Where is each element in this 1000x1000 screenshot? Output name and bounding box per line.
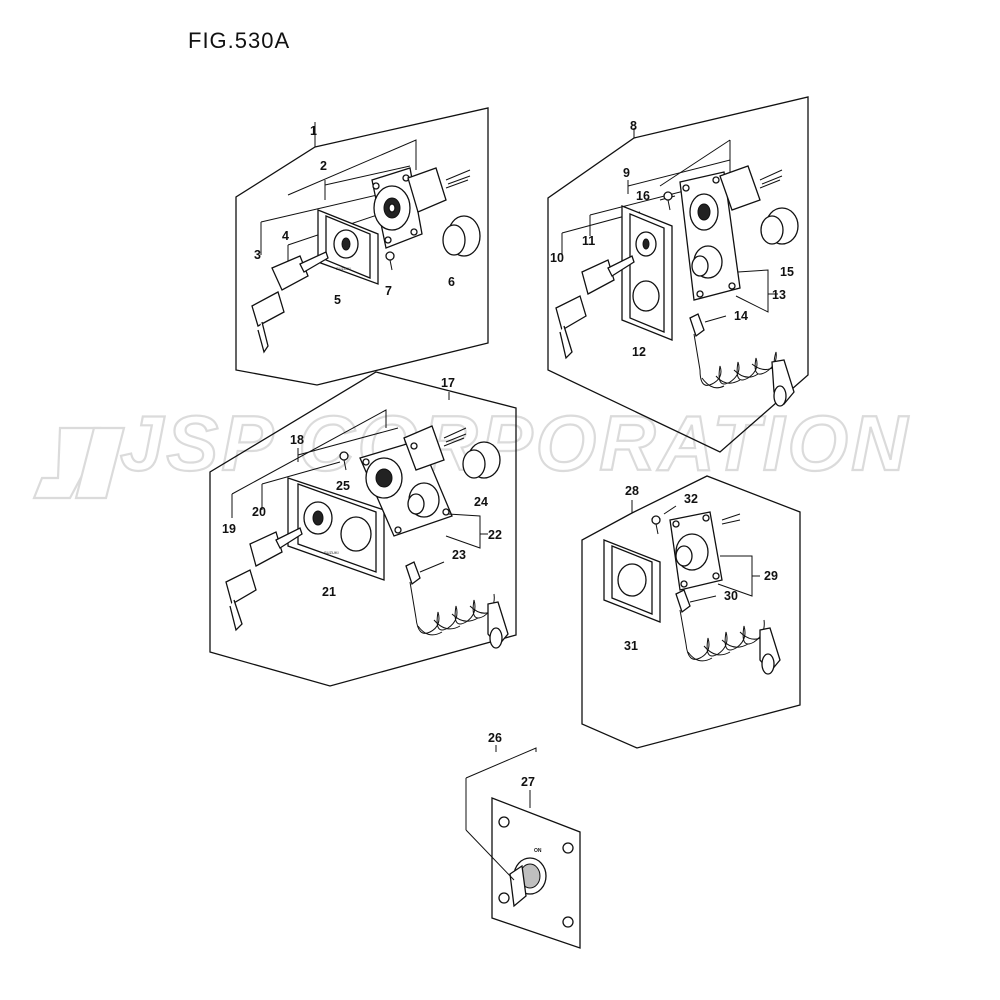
callout-15: 15 xyxy=(780,265,794,279)
callout-20: 20 xyxy=(252,505,266,519)
screw-32 xyxy=(651,515,661,535)
cover-plate-5: SUZUKI xyxy=(317,209,379,285)
callout-31: 31 xyxy=(624,639,638,653)
screw-16 xyxy=(663,191,673,211)
callout-17: 17 xyxy=(441,376,455,390)
screw-7 xyxy=(385,251,395,271)
callout-14: 14 xyxy=(734,309,748,323)
group-28-stop-switch: 28 29 30 31 32 xyxy=(581,475,801,749)
screw-25 xyxy=(339,451,349,471)
plate-brand-label-21: SUZUKI xyxy=(324,550,339,555)
callout-21: 21 xyxy=(322,585,336,599)
callout-18: 18 xyxy=(290,433,304,447)
lanyard-30 xyxy=(675,589,781,675)
watermark: JSP CORPORATION xyxy=(120,399,910,487)
callout-4: 4 xyxy=(282,229,289,243)
callout-8: 8 xyxy=(630,119,637,133)
cover-plate-12 xyxy=(621,205,673,341)
cap-24 xyxy=(462,441,501,479)
callout-16: 16 xyxy=(636,189,650,203)
switch-body-29 xyxy=(669,511,741,591)
group-26-rotary-switch: ON 26 27 xyxy=(465,731,581,949)
lanyard-23 xyxy=(405,561,509,649)
key-set-3-4 xyxy=(251,251,329,354)
callout-28: 28 xyxy=(625,484,639,498)
callout-5: 5 xyxy=(334,293,341,307)
callout-19: 19 xyxy=(222,522,236,536)
callout-10: 10 xyxy=(550,251,564,265)
cover-plate-31 xyxy=(603,539,661,623)
callout-6: 6 xyxy=(448,275,455,289)
watermark-logo xyxy=(32,426,126,500)
callout-22: 22 xyxy=(488,528,502,542)
callout-23: 23 xyxy=(452,548,466,562)
callout-24: 24 xyxy=(474,495,488,509)
group-8-switch-with-lanyard: 8 9 10 11 12 13 14 15 16 xyxy=(547,96,809,453)
callout-26: 26 xyxy=(488,731,502,745)
lanyard-14 xyxy=(689,313,795,407)
callout-32: 32 xyxy=(684,492,698,506)
callout-2: 2 xyxy=(320,159,327,173)
knob-27 xyxy=(509,857,547,908)
plate-brand-label: SUZUKI xyxy=(336,266,351,271)
switch-on-label: ON xyxy=(534,848,542,854)
callout-7: 7 xyxy=(385,284,392,298)
callout-1: 1 xyxy=(310,124,317,138)
group-1-ignition-switch: SUZUKI 1 2 3 4 5 xyxy=(235,107,489,386)
callout-27: 27 xyxy=(521,775,535,789)
callout-12: 12 xyxy=(632,345,646,359)
cap-15 xyxy=(760,207,799,245)
callout-29: 29 xyxy=(764,569,778,583)
key-set-10-11 xyxy=(555,255,635,360)
callout-3: 3 xyxy=(254,248,261,262)
callout-13: 13 xyxy=(772,288,786,302)
key-set-19-20 xyxy=(225,527,303,632)
group-17-dual-switch-panel: SUZUKI xyxy=(209,371,517,687)
cap-6 xyxy=(442,215,481,257)
figure-title: FIG.530A xyxy=(188,28,291,53)
callout-30: 30 xyxy=(724,589,738,603)
switch-body-18 xyxy=(359,425,467,537)
callout-25: 25 xyxy=(336,479,350,493)
cover-plate-21: SUZUKI xyxy=(287,477,385,581)
callout-11: 11 xyxy=(582,234,595,248)
callout-9: 9 xyxy=(623,166,630,180)
switch-body-9 xyxy=(679,165,783,301)
ignition-switch-body xyxy=(371,167,471,249)
